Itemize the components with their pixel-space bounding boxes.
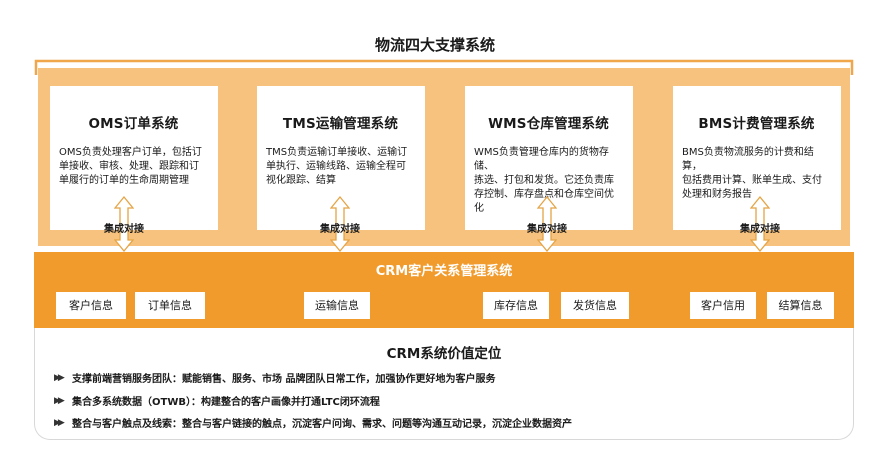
- crm-tag-settlement-info: 结算信息: [767, 292, 834, 319]
- double-arrow-icon: [114, 196, 134, 252]
- system-card-title: OMS订单系统: [88, 116, 179, 132]
- page-title: 物流四大支撑系统: [374, 36, 495, 54]
- crm-tag-inventory-info: 库存信息: [483, 292, 549, 319]
- double-chevron-icon: ▶▶: [54, 417, 65, 428]
- system-card-title: TMS运输管理系统: [282, 116, 399, 132]
- system-card-desc: BMS负责物流服务的计费和结算， 包括费用计算、账单生成、支付 处理和财务报告: [682, 147, 822, 200]
- value-point: ▶▶ 集合多系统数据（OTWB）：构建整合的客户画像并打通LTC闭环流程: [54, 395, 380, 409]
- double-chevron-icon: ▶▶: [54, 372, 65, 383]
- bracket-line: [34, 59, 854, 75]
- crm-tag-customer-info: 客户信息: [56, 292, 126, 319]
- value-title: CRM系统价值定位: [386, 346, 502, 362]
- value-point: ▶▶ 支撑前端营销服务团队：赋能销售、服务、市场 品牌团队日常工作，加强协作更好…: [54, 372, 496, 386]
- crm-tag-shipping-info: 发货信息: [561, 292, 629, 319]
- integration-label: 集成对接: [320, 224, 360, 235]
- value-panel: CRM系统价值定位: [34, 328, 854, 440]
- system-card-desc: WMS负责管理仓库内的货物存储、 拣选、打包和发货。它还负责库 存控制、库存盘点…: [474, 147, 614, 214]
- system-card-wms: WMS仓库管理系统 WMS负责管理仓库内的货物存储、 拣选、打包和发货。它还负责…: [465, 86, 633, 230]
- crm-title: CRM客户关系管理系统: [375, 264, 513, 279]
- system-card-desc: OMS负责处理客户订单，包括订 单接收、审核、处理、跟踪和订 单履行的订单的生命…: [59, 147, 202, 186]
- system-card-title: BMS计费管理系统: [698, 116, 815, 132]
- integration-label: 集成对接: [104, 224, 144, 235]
- double-arrow-icon: [537, 196, 557, 252]
- system-card-oms: OMS订单系统 OMS负责处理客户订单，包括订 单接收、审核、处理、跟踪和订 单…: [50, 86, 218, 230]
- double-arrow-icon: [750, 196, 770, 252]
- integration-label: 集成对接: [740, 224, 780, 235]
- value-point: ▶▶ 整合与客户触点及线索：整合与客户链接的触点，沉淀客户问询、需求、问题等沟通…: [54, 417, 572, 431]
- crm-tag-transport-info: 运输信息: [304, 292, 370, 319]
- double-chevron-icon: ▶▶: [54, 395, 65, 406]
- crm-tag-order-info: 订单信息: [135, 292, 205, 319]
- double-arrow-icon: [330, 196, 350, 252]
- integration-label: 集成对接: [527, 224, 567, 235]
- system-card-title: WMS仓库管理系统: [488, 116, 609, 132]
- crm-tag-customer-credit: 客户信用: [690, 292, 756, 319]
- system-card-desc: TMS负责运输订单接收、运输订 单执行、运输线路、运输全程可 视化跟踪、结算: [266, 147, 408, 186]
